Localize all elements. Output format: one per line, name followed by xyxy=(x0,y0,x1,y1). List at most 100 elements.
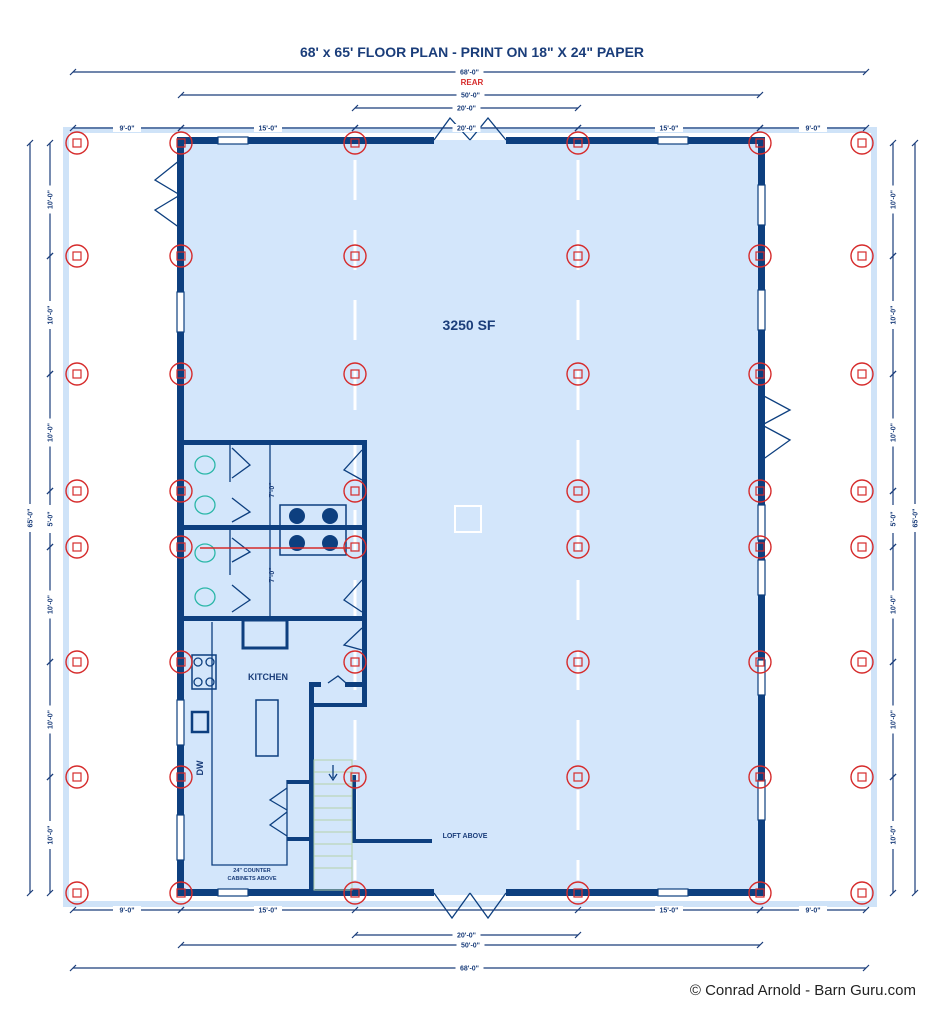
post xyxy=(566,881,590,905)
dimension-label: 10'-0" xyxy=(891,423,898,442)
post-circle xyxy=(169,535,193,559)
post-circle xyxy=(65,535,89,559)
post-square xyxy=(176,542,186,552)
post-circle xyxy=(566,362,590,386)
dimension: 10'-0" xyxy=(46,543,55,666)
post-square xyxy=(176,772,186,782)
dimension-label: 15'-0" xyxy=(660,126,679,133)
post-circle xyxy=(748,244,772,268)
post-circle xyxy=(169,650,193,674)
island xyxy=(255,699,279,757)
post xyxy=(748,765,772,789)
dimension-label: 15'-0" xyxy=(259,126,278,133)
post xyxy=(343,362,367,386)
post-square xyxy=(176,138,186,148)
post xyxy=(566,244,590,268)
dimension-lines: 68'-0"50'-0"20'-0"9'-0"15'-0"20'-0"15'-0… xyxy=(26,68,920,973)
post xyxy=(65,131,89,155)
post-circle xyxy=(566,650,590,674)
dimension-label: 10'-0" xyxy=(48,423,55,442)
counter-label: CABINETS ABOVE xyxy=(228,876,277,882)
post xyxy=(850,765,874,789)
post-circle xyxy=(343,479,367,503)
post-square xyxy=(176,657,186,667)
post-square xyxy=(755,888,765,898)
dimension-label: 10'-0" xyxy=(48,710,55,729)
post-square xyxy=(755,369,765,379)
post-circle xyxy=(343,535,367,559)
post-square xyxy=(573,369,583,379)
post xyxy=(65,535,89,559)
post xyxy=(65,244,89,268)
sink xyxy=(190,710,210,734)
dimension-label: 20'-0" xyxy=(457,126,476,133)
restroom-dimension: 7'-0" xyxy=(269,482,276,497)
post-square xyxy=(176,369,186,379)
dimension: 10'-0" xyxy=(889,543,898,666)
post-square xyxy=(857,542,867,552)
post xyxy=(748,362,772,386)
kitchen-appliances xyxy=(190,618,289,757)
post-square xyxy=(350,251,360,261)
post xyxy=(169,131,193,155)
post-square xyxy=(72,251,82,261)
post-square xyxy=(573,251,583,261)
dimension-label: 10'-0" xyxy=(891,710,898,729)
post xyxy=(850,535,874,559)
post-square xyxy=(573,542,583,552)
post-circle xyxy=(850,765,874,789)
post xyxy=(850,881,874,905)
post xyxy=(343,479,367,503)
post-square xyxy=(857,657,867,667)
dimension-label: 9'-0" xyxy=(805,126,820,133)
post xyxy=(748,650,772,674)
restroom-dimension: 7'-0" xyxy=(269,567,276,582)
dimension: 65'-0" xyxy=(911,139,920,897)
refrigerator xyxy=(241,618,289,650)
dimension: 10'-0" xyxy=(889,252,898,378)
post-circle xyxy=(566,535,590,559)
dimension-label: 68'-0" xyxy=(460,966,479,973)
post-circle xyxy=(566,244,590,268)
dimension-label: 5'-0" xyxy=(48,511,55,526)
post-square xyxy=(755,138,765,148)
post xyxy=(566,131,590,155)
post-circle xyxy=(850,650,874,674)
post xyxy=(169,535,193,559)
dimension: 15'-0" xyxy=(177,906,359,915)
dimension-label: 10'-0" xyxy=(891,306,898,325)
post xyxy=(850,244,874,268)
dimension-label: 15'-0" xyxy=(259,908,278,915)
post-circle xyxy=(566,765,590,789)
post xyxy=(850,479,874,503)
dimension: 10'-0" xyxy=(889,658,898,781)
post-square xyxy=(72,542,82,552)
range xyxy=(191,654,217,690)
post xyxy=(343,650,367,674)
post-square xyxy=(72,888,82,898)
post xyxy=(748,535,772,559)
post-circle xyxy=(850,244,874,268)
post-square xyxy=(857,888,867,898)
post-square xyxy=(573,486,583,496)
post xyxy=(169,479,193,503)
post-square xyxy=(755,657,765,667)
post xyxy=(65,765,89,789)
dimension-label: 20'-0" xyxy=(457,933,476,940)
dimension: 5'-0" xyxy=(46,487,55,551)
stairs xyxy=(313,759,353,891)
loft-label: LOFT ABOVE xyxy=(443,833,488,840)
post-circle xyxy=(343,765,367,789)
post-square xyxy=(72,772,82,782)
dimension-label: 10'-0" xyxy=(48,595,55,614)
post xyxy=(748,244,772,268)
dimension: 10'-0" xyxy=(889,370,898,495)
dimension: 10'-0" xyxy=(46,658,55,781)
post-square xyxy=(350,486,360,496)
post-circle xyxy=(65,765,89,789)
post-square xyxy=(350,369,360,379)
post-circle xyxy=(343,244,367,268)
post-circle xyxy=(169,479,193,503)
post xyxy=(850,131,874,155)
post-square xyxy=(857,138,867,148)
